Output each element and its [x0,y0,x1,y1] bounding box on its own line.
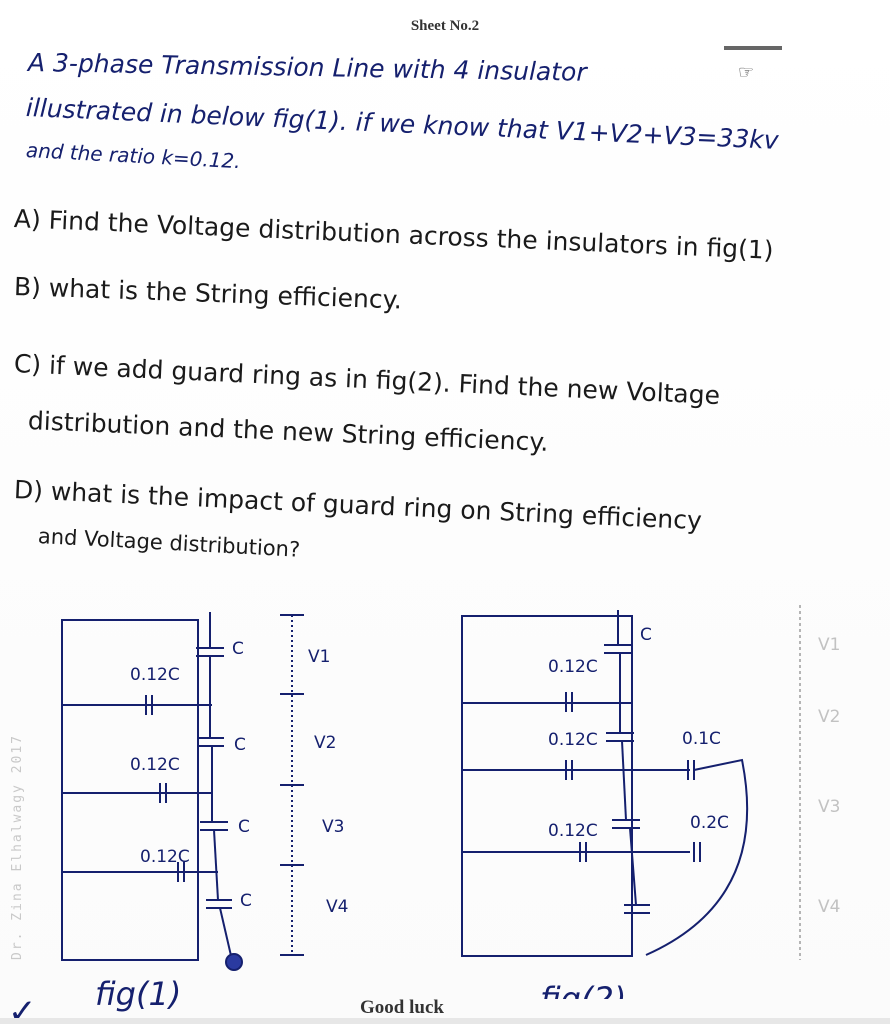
fig2-cap-label-1: C [640,625,652,645]
fig1-cap-label-1: C [232,639,244,659]
question-d-line1: D) what is the impact of guard ring on S… [13,475,703,536]
fig1-shunt-label-3: 0.12C [140,847,190,867]
figure-2-diagram [461,605,801,960]
figure-1-diagram [61,612,304,971]
fig1-cap-label-3: C [238,817,250,837]
problem-line-3: and the ratio k=0.12. [25,138,242,174]
author-watermark: Dr. Zina Elhalwagy 2017 [10,733,25,960]
scan-mark [724,46,782,50]
fig2-tower-frame [461,615,633,957]
fig1-v3-label: V3 [322,817,344,837]
pen-doodle-icon: ☞ [738,62,755,83]
fig1-shunt-label-2: 0.12C [130,755,180,775]
fig2-shunt-label-1: 0.12C [548,657,598,677]
good-luck-footer: Good luck [360,997,444,1018]
fig1-cap-label-4: C [240,891,252,911]
question-c-line2: distribution and the new String efficien… [27,406,550,457]
problem-line-1: A 3-phase Transmission Line with 4 insul… [27,48,587,87]
question-c-line1: C) if we add guard ring as in fig(2). Fi… [13,349,721,411]
fig1-tower-frame [61,619,199,961]
fig2-shunt-label-2: 0.12C [548,730,598,750]
guard-ring-curve [645,758,749,956]
fig2-v3-label: V3 [818,797,840,817]
question-a: A) Find the Voltage distribution across … [13,204,775,265]
figure-1-caption: fig(1) [95,975,182,1013]
question-d-line2: and Voltage distribution? [37,524,301,562]
fig2-ring-label-2: 0.2C [690,813,729,833]
fig1-v2-label: V2 [314,733,336,753]
fig1-v4-label: V4 [326,897,348,917]
sheet-number: Sheet No.2 [410,18,480,34]
fig2-shunt-label-3: 0.12C [548,821,598,841]
fig2-v4-label: V4 [818,897,840,917]
question-b: B) what is the String efficiency. [13,272,403,315]
fig1-v1-label: V1 [308,647,330,667]
fig2-v2-label: V2 [818,707,840,727]
fig1-cap-label-2: C [234,735,246,755]
check-mark-icon: ✓ [8,992,37,1032]
fig2-v1-label: V1 [818,635,840,655]
fig1-shunt-label-1: 0.12C [130,665,180,685]
figure-2-caption: fig(2) [540,980,627,1018]
page-bottom-edge [0,1018,890,1024]
fig2-ring-label-1: 0.1C [682,729,721,749]
